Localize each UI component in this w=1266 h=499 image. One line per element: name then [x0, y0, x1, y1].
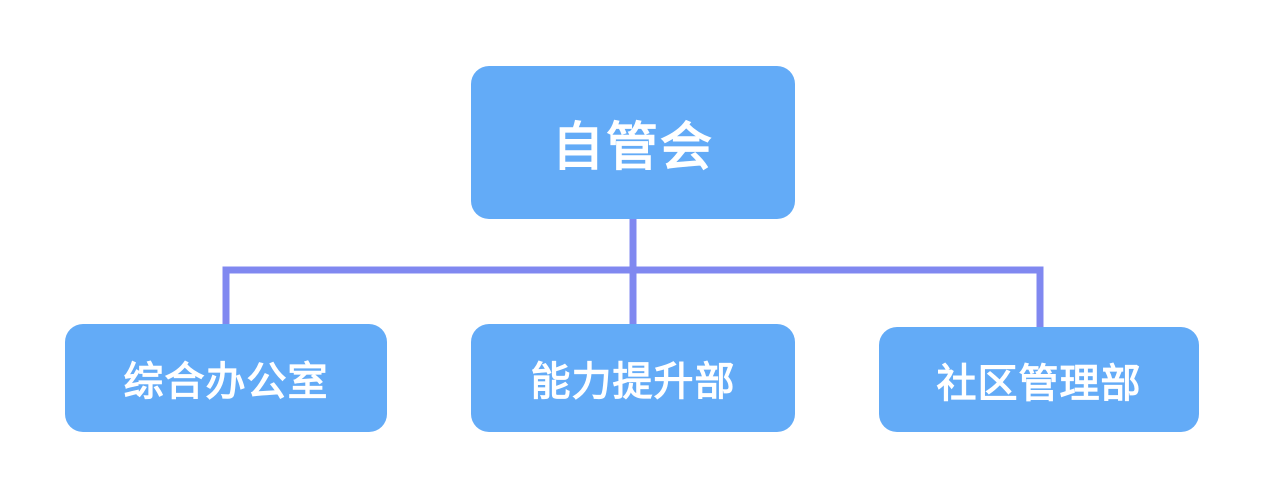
child-node-label: 社区管理部 [936, 359, 1142, 407]
child-node-label: 能力提升部 [530, 358, 736, 405]
child-node-label: 综合办公室 [123, 358, 329, 405]
root-node: 自管会 [471, 66, 795, 219]
child-node-left: 综合办公室 [65, 324, 387, 432]
child-node-middle: 能力提升部 [471, 324, 795, 432]
root-node-label: 自管会 [551, 117, 714, 178]
child-node-right: 社区管理部 [879, 327, 1199, 432]
